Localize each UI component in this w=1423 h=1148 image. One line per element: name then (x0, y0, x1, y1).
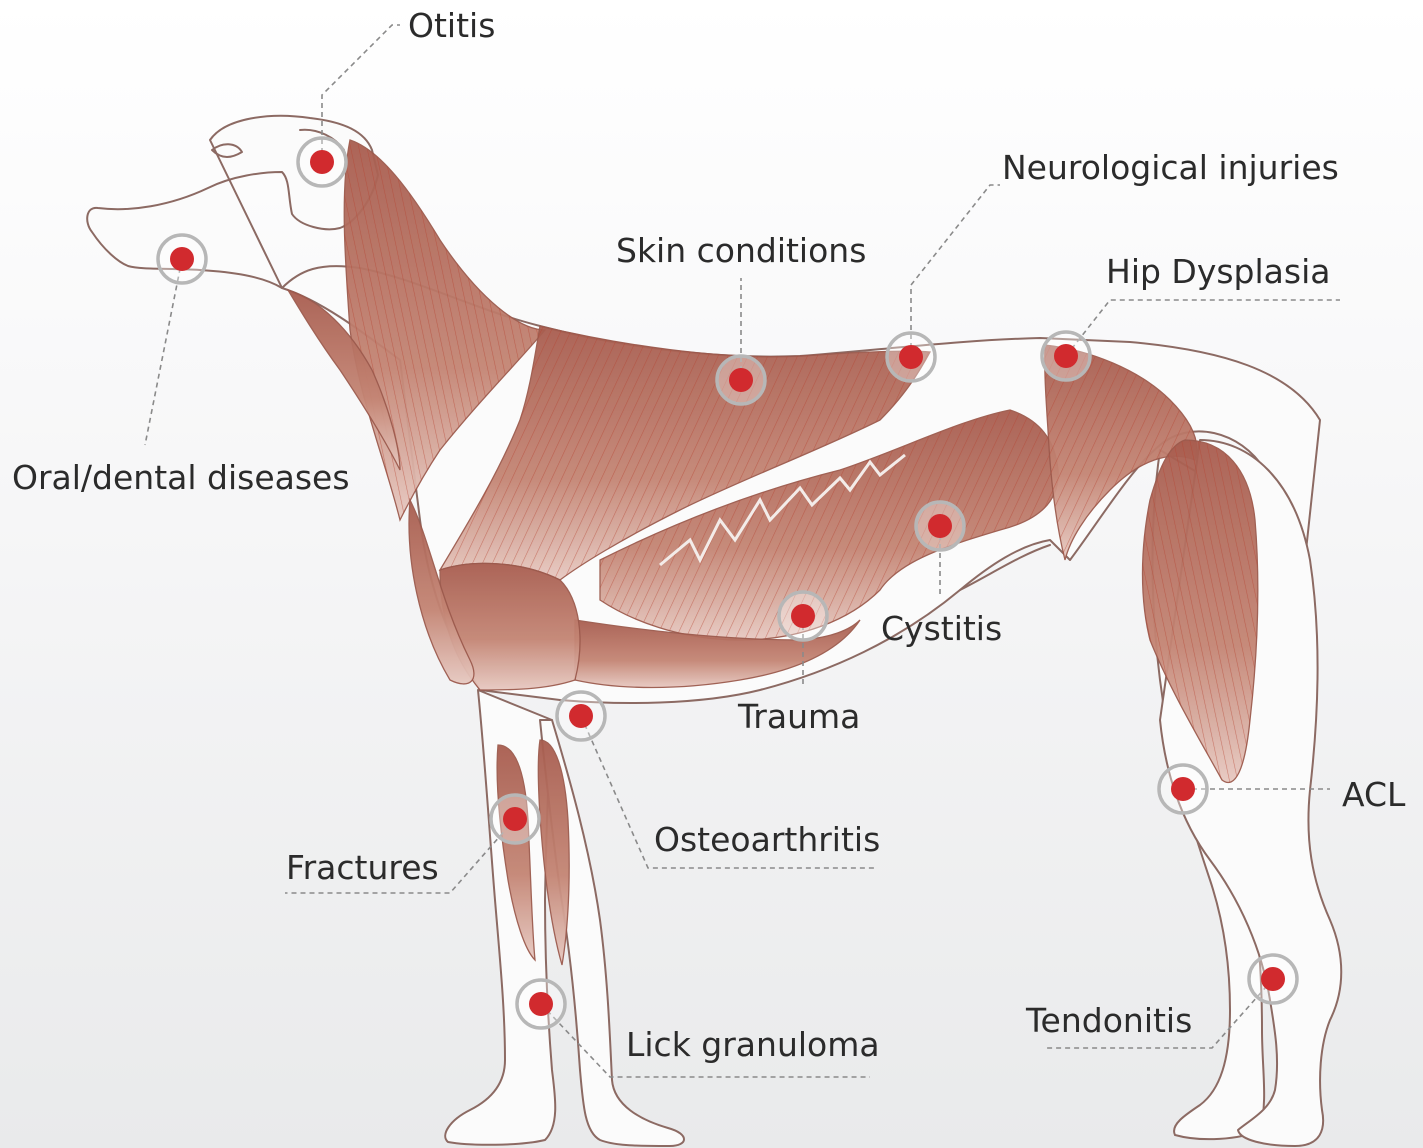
label-oral: Oral/dental diseases (12, 458, 350, 497)
label-otitis: Otitis (408, 6, 495, 45)
label-osteoarthritis: Osteoarthritis (654, 820, 880, 859)
leader-neurological (911, 185, 1000, 357)
label-lick: Lick granuloma (626, 1025, 880, 1064)
label-fractures: Fractures (286, 848, 439, 887)
label-cystitis: Cystitis (881, 609, 1002, 648)
marker-trauma[interactable] (779, 592, 827, 640)
marker-fractures[interactable] (491, 795, 539, 843)
label-neurological: Neurological injuries (1002, 148, 1339, 187)
leader-oral (145, 259, 182, 445)
marker-acl[interactable] (1159, 765, 1207, 813)
label-tendonitis: Tendonitis (1025, 1001, 1192, 1040)
marker-oral[interactable] (158, 235, 206, 283)
marker-cystitis[interactable] (916, 502, 964, 550)
marker-lick[interactable] (517, 980, 565, 1028)
marker-hip[interactable] (1042, 332, 1090, 380)
marker-skin[interactable] (717, 356, 765, 404)
label-skin: Skin conditions (616, 231, 866, 270)
label-hip: Hip Dysplasia (1106, 252, 1330, 291)
marker-tendonitis[interactable] (1249, 955, 1297, 1003)
label-acl: ACL (1342, 775, 1406, 814)
marker-neurological[interactable] (887, 333, 935, 381)
marker-osteoarthritis[interactable] (557, 692, 605, 740)
marker-otitis[interactable] (298, 138, 346, 186)
label-trauma: Trauma (737, 697, 860, 736)
thigh-muscle-fibers (1143, 440, 1258, 783)
